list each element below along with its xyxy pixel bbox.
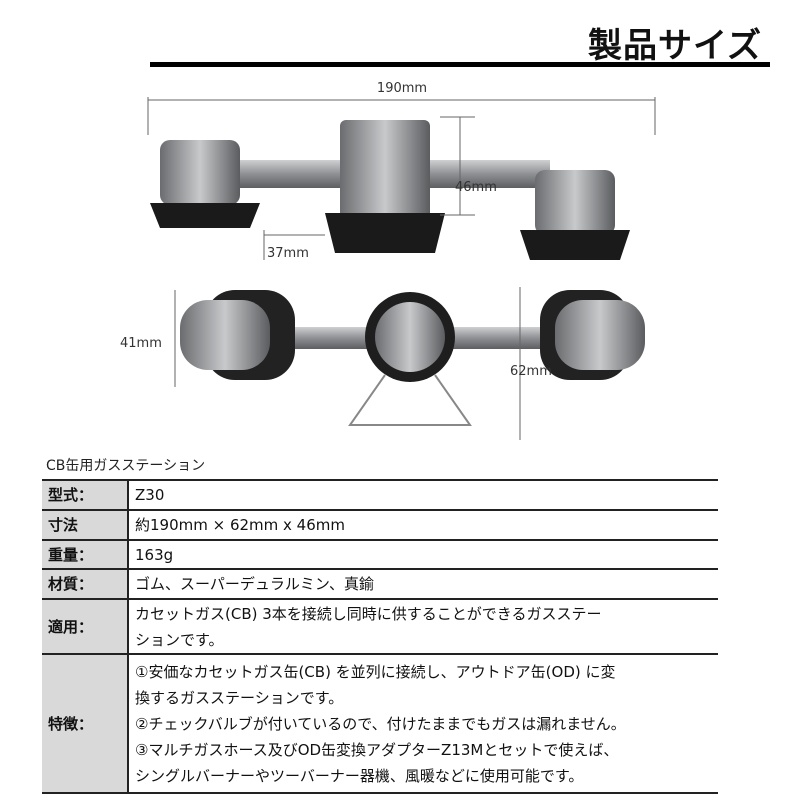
spec-value-line: ③マルチガスホース及びOD缶変換アダプターZ13Mとセットで使えば、 xyxy=(135,740,619,759)
spec-value-line: カセットガス(CB) 3本を接続し同時に供することができるガスステー xyxy=(135,604,602,623)
spec-value: 163g xyxy=(128,539,718,570)
spec-value: ①安価なカセットガス缶(CB) を並列に接続し、アウトドア缶(OD) に変換する… xyxy=(128,653,718,794)
spec-value: 約190mm × 62mm x 46mm xyxy=(128,509,718,541)
dimension-62: 62mm xyxy=(510,287,552,440)
svg-text:46mm: 46mm xyxy=(455,180,497,195)
page-title: 製品サイズ xyxy=(588,26,762,66)
spec-row: 重量： 163g xyxy=(42,539,718,570)
spec-label: 材質： xyxy=(42,568,129,600)
spec-label: 特徴： xyxy=(42,653,129,794)
svg-text:62mm: 62mm xyxy=(510,364,552,379)
spec-value-line: ションです。 xyxy=(135,630,224,649)
svg-text:190mm: 190mm xyxy=(377,81,427,96)
spec-value-line: ②チェックバルブが付いているので、付けたままでもガスは漏れません。 xyxy=(135,714,626,733)
dimension-190: 190mm xyxy=(147,81,656,135)
spec-row: 材質： ゴム、スーパーデュラルミン、真鍮 xyxy=(42,568,718,600)
spec-label: 型式： xyxy=(42,479,129,511)
spec-value-line: Z30 xyxy=(135,486,165,504)
svg-text:37mm: 37mm xyxy=(267,246,309,261)
spec-value-line: シングルバーナーやツーバーナー器機、風暖などに使用可能です。 xyxy=(135,766,584,785)
product-subtitle: CB缶用ガスステーション xyxy=(46,458,206,474)
spec-label: 重量： xyxy=(42,539,129,570)
spec-row: 特徴：①安価なカセットガス缶(CB) を並列に接続し、アウトドア缶(OD) に変… xyxy=(42,653,718,794)
spec-label: 寸法 xyxy=(42,509,129,541)
spec-value: ゴム、スーパーデュラルミン、真鍮 xyxy=(128,568,718,600)
spec-value-line: 換するガスステーションです。 xyxy=(135,688,344,707)
spec-value-line: ゴム、スーパーデュラルミン、真鍮 xyxy=(135,575,374,593)
spec-value: Z30 xyxy=(128,479,718,511)
spec-value: カセットガス(CB) 3本を接続し同時に供することができるガスステーションです。 xyxy=(128,598,718,655)
spec-row: 適用：カセットガス(CB) 3本を接続し同時に供することができるガスステーション… xyxy=(42,598,718,655)
spec-value-line: 約190mm × 62mm x 46mm xyxy=(135,516,345,534)
svg-text:41mm: 41mm xyxy=(120,336,162,351)
dimension-41: 41mm xyxy=(120,290,176,387)
product-photo: 190mm 46mm 37mm 41mm 62mm xyxy=(120,81,656,440)
spec-value-line: ①安価なカセットガス缶(CB) を並列に接続し、アウトドア缶(OD) に変 xyxy=(135,662,616,681)
spec-row: 型式： Z30 xyxy=(42,479,718,511)
spec-value-line: 163g xyxy=(135,545,174,564)
dimension-37: 37mm xyxy=(263,230,325,261)
title-underline xyxy=(150,62,770,67)
dimension-46: 46mm xyxy=(440,116,497,216)
spec-label: 適用： xyxy=(42,598,129,655)
spec-row: 寸法約190mm × 62mm x 46mm xyxy=(42,509,718,541)
